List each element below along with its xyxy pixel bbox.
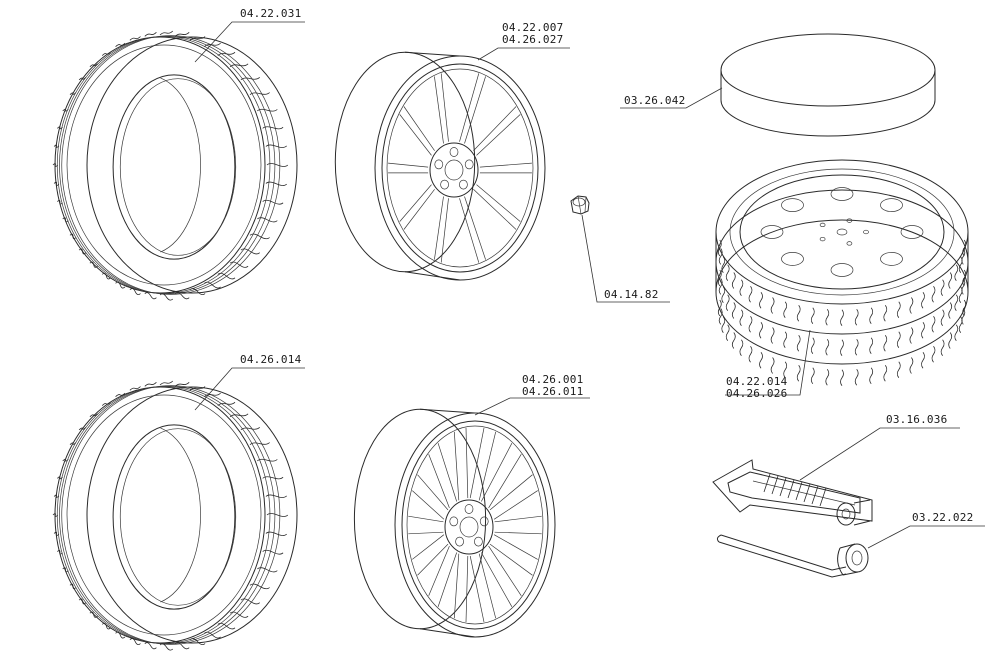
tire-bottom	[52, 380, 298, 651]
callout-cover: 03.26.042	[624, 95, 685, 107]
alloy-wheel-top	[334, 51, 546, 281]
part-code: 04.14.82	[604, 288, 659, 301]
callout-wheel-top: 04.22.007 04.26.027	[502, 22, 563, 46]
jack	[712, 459, 873, 526]
part-code: 04.22.031	[240, 7, 302, 20]
part-code: 03.16.036	[886, 413, 948, 426]
part-code: 03.22.022	[912, 511, 974, 524]
callout-jack: 03.16.036	[886, 414, 947, 426]
callout-spare-wheel: 04.22.014 04.26.026	[726, 376, 787, 400]
spare-wheel-cover	[720, 33, 936, 137]
part-code: 04.26.001	[522, 373, 584, 386]
callout-tire-top: 04.22.031	[240, 8, 301, 20]
part-code: 04.22.007	[502, 21, 564, 34]
part-code: 04.26.027	[502, 33, 564, 46]
lug-nut	[570, 195, 590, 215]
part-code: 04.26.011	[522, 385, 584, 398]
part-code: 04.26.026	[726, 387, 788, 400]
tire-top	[52, 30, 298, 301]
spare-wheel	[715, 159, 969, 387]
callout-nut: 04.14.82	[604, 289, 659, 301]
part-code: 04.26.014	[240, 353, 302, 366]
callout-wrench: 03.22.022	[912, 512, 973, 524]
alloy-wheel-bottom	[353, 408, 556, 638]
wheel-wrench	[716, 534, 869, 578]
part-code: 03.26.042	[624, 94, 686, 107]
part-code: 04.22.014	[726, 375, 788, 388]
callout-wheel-bottom: 04.26.001 04.26.011	[522, 374, 583, 398]
callout-tire-bottom: 04.26.014	[240, 354, 301, 366]
leader-lines	[194, 21, 985, 549]
